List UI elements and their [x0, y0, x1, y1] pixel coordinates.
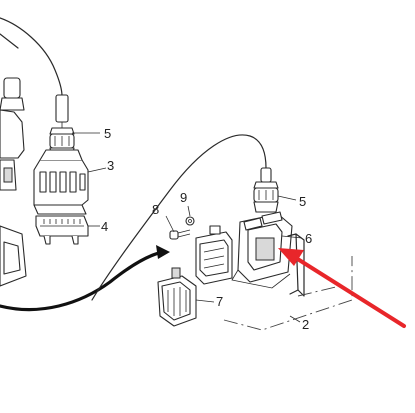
- top-left-cable-stub: [0, 33, 19, 49]
- front-cover: [195, 225, 233, 285]
- panel-housing: [231, 211, 293, 289]
- screw: [169, 229, 191, 240]
- callout-3: 3: [107, 158, 114, 173]
- left-clipped-housing: [0, 77, 25, 191]
- top-cable: [0, 17, 63, 97]
- red-pointer-arrowhead: [278, 248, 304, 266]
- callout-9: 9: [180, 190, 187, 205]
- left-base-frame: [0, 225, 27, 287]
- washer: [185, 216, 195, 226]
- contact-insert-right: [157, 267, 197, 327]
- callout-8: 8: [152, 202, 159, 217]
- callout-4: 4: [101, 219, 108, 234]
- assembly-direction-arrowhead: [156, 245, 170, 259]
- connector-hood-left: [33, 149, 89, 215]
- right-cable: [91, 134, 267, 301]
- callout-2: 2: [302, 317, 309, 332]
- leader-lines: [72, 132, 303, 323]
- callout-5-right: 5: [299, 194, 306, 209]
- hinged-frame: [223, 233, 353, 331]
- callout-7: 7: [216, 294, 223, 309]
- cable-gland-right: [253, 167, 279, 213]
- callout-6: 6: [305, 231, 312, 246]
- red-pointer-arrow-shaft: [294, 256, 406, 328]
- callout-5-left: 5: [104, 126, 111, 141]
- left-cable-grip: [55, 94, 69, 128]
- assembly-direction-arrow: [0, 250, 166, 312]
- contact-insert-left: [35, 215, 89, 245]
